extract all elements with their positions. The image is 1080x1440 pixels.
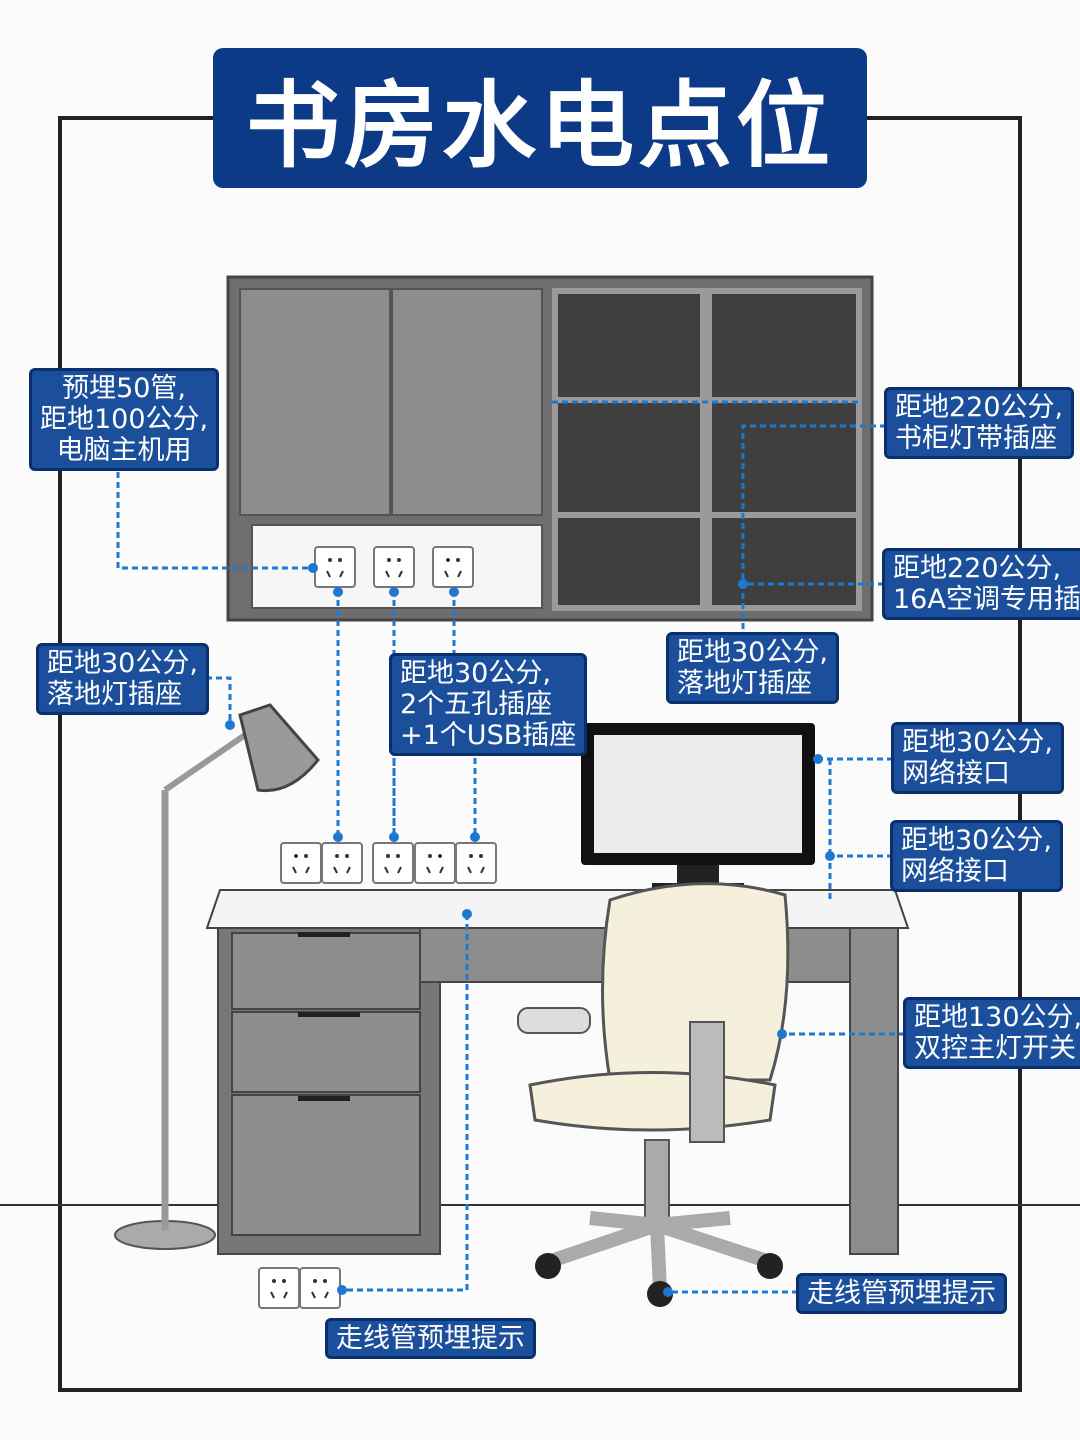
- label-line: 走线管预埋提示: [336, 1323, 525, 1354]
- label-network-1: 距地30公分, 网络接口: [891, 722, 1064, 794]
- usb-outlet: [455, 842, 497, 884]
- label-line: 网络接口: [901, 856, 1009, 887]
- label-desk-sockets: 距地30公分, 2个五孔插座 +1个USB插座: [389, 653, 588, 756]
- label-cabinet-light-socket: 距地220公分, 书柜灯带插座: [884, 387, 1075, 459]
- label-line: 电脑主机用: [56, 435, 192, 466]
- leader-dots: [225, 563, 835, 1297]
- label-line: +1个USB插座: [400, 720, 577, 751]
- label-light-switch: 距地130公分, 双控主灯开关: [903, 997, 1080, 1069]
- label-line: 网络接口: [902, 758, 1010, 789]
- desk: [205, 889, 910, 1255]
- label-line: 距地30公分,: [47, 648, 198, 679]
- label-line: 双控主灯开关: [914, 1033, 1076, 1064]
- floor-outlet-1: [258, 1267, 300, 1309]
- label-line: 16A空调专用插座: [893, 584, 1080, 615]
- floor-lamp-icon: [114, 703, 320, 1250]
- label-line: 距地100公分,: [40, 404, 209, 435]
- desk-outlet-2: [321, 842, 363, 884]
- label-floor-lamp-center: 距地30公分, 落地灯插座: [666, 632, 839, 704]
- cabinet-outlet-2: [373, 546, 415, 588]
- label-line: 书柜灯带插座: [895, 423, 1057, 454]
- label-floor-lamp-left: 距地30公分, 落地灯插座: [36, 643, 209, 715]
- label-line: 距地30公分,: [902, 727, 1053, 758]
- leader-lines: [116, 400, 905, 1294]
- monitor-icon: [580, 723, 846, 908]
- cabinet-outlet-3: [432, 546, 474, 588]
- label-line: 距地30公分,: [400, 658, 551, 689]
- label-line: 距地30公分,: [901, 825, 1052, 856]
- label-line: 距地30公分,: [677, 637, 828, 668]
- label-network-2: 距地30公分, 网络接口: [890, 820, 1063, 892]
- cabinet-outlet-1: [314, 546, 356, 588]
- desk-outlet-3: [372, 842, 414, 884]
- label-line: 落地灯插座: [677, 668, 812, 699]
- room-outline: [58, 116, 1022, 1392]
- label-conduit-bottom: 走线管预埋提示: [325, 1318, 536, 1359]
- label-line: 2个五孔插座: [400, 689, 553, 720]
- label-conduit-right: 走线管预埋提示: [796, 1273, 1007, 1314]
- label-ac-socket: 距地220公分, 16A空调专用插座: [882, 548, 1080, 620]
- floor-outlet-2: [299, 1267, 341, 1309]
- label-line: 距地220公分,: [895, 392, 1064, 423]
- label-line: 距地220公分,: [893, 553, 1062, 584]
- label-line: 距地130公分,: [914, 1002, 1080, 1033]
- desk-outlet-4: [414, 842, 456, 884]
- desk-outlet-1: [280, 842, 322, 884]
- label-line: 落地灯插座: [47, 679, 182, 710]
- label-line: 走线管预埋提示: [807, 1278, 996, 1309]
- office-chair-icon: [517, 882, 790, 1307]
- page-title: 书房水电点位: [213, 48, 867, 188]
- label-line: 预埋50管,: [62, 373, 187, 404]
- wall-cabinet: [226, 275, 874, 622]
- label-pc-host: 预埋50管, 距地100公分, 电脑主机用: [29, 368, 220, 471]
